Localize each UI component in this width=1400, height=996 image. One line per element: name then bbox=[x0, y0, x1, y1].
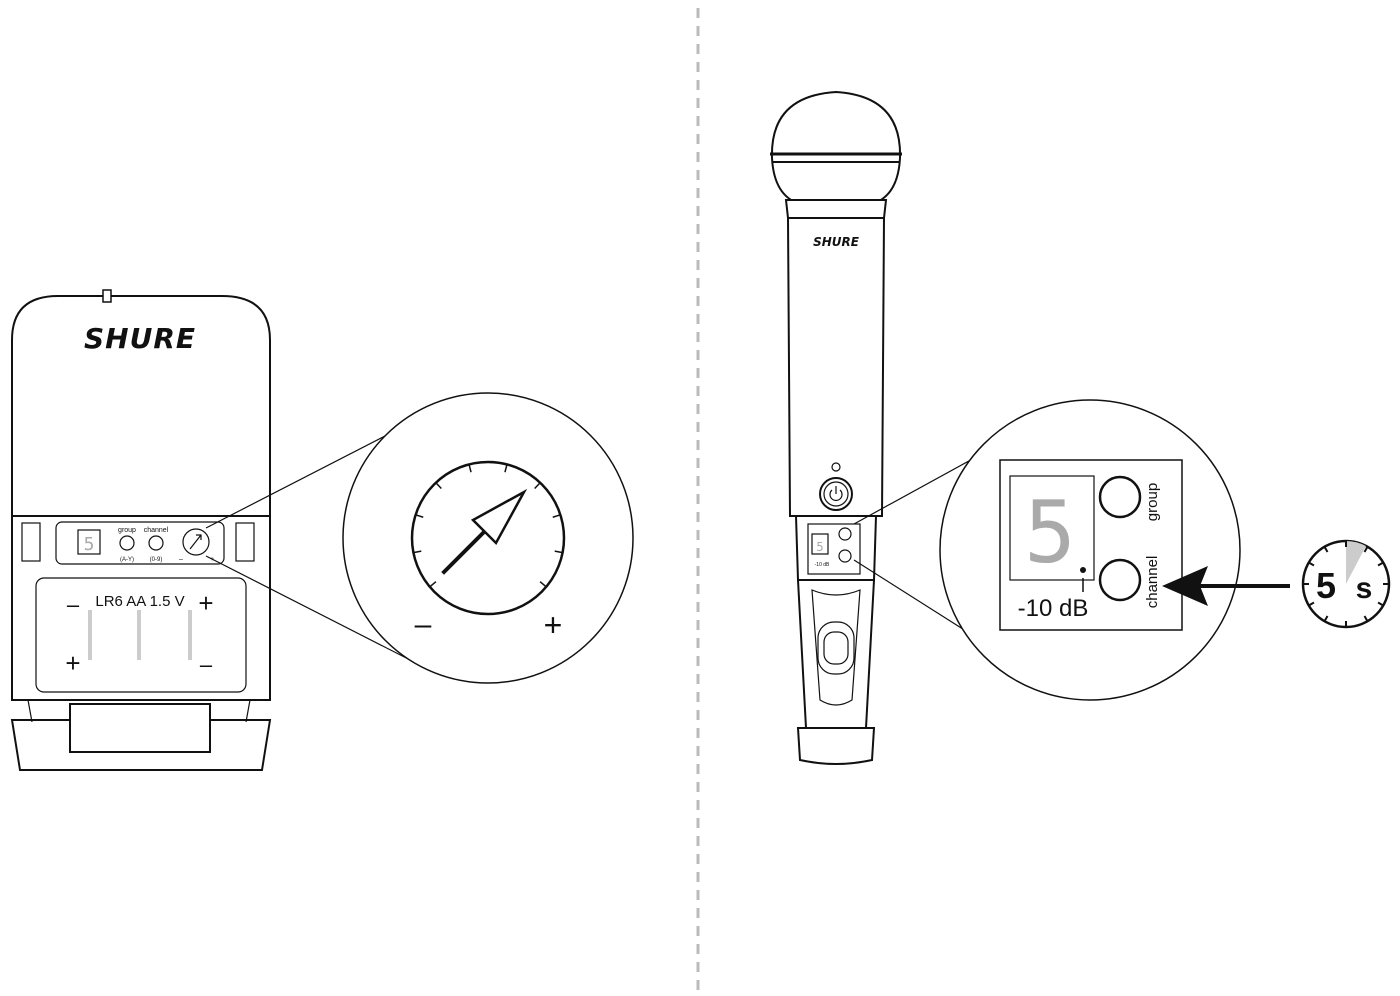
bodypack-control-panel bbox=[55, 521, 225, 565]
timer-tick bbox=[1377, 601, 1384, 607]
bodypack-channel-button[interactable] bbox=[148, 535, 164, 551]
channel-label: channel bbox=[1144, 556, 1161, 609]
battery-compartment bbox=[35, 577, 247, 693]
group-label: group bbox=[1144, 483, 1161, 521]
battery-minus-right: – bbox=[200, 652, 213, 677]
timer-unit: s bbox=[1356, 572, 1373, 605]
channel-button[interactable] bbox=[1098, 558, 1142, 602]
battery-label: LR6 AA 1.5 V bbox=[95, 593, 184, 610]
bodypack-display: 5 bbox=[84, 534, 95, 555]
timer-tick bbox=[1323, 615, 1329, 622]
bodypack-transmitter: SHURE 5 group (A-Y) channel (0-9) – + LR… bbox=[10, 289, 272, 771]
gain-label: -10 dB bbox=[1018, 595, 1089, 622]
dial-tick bbox=[539, 581, 547, 588]
bodypack-channel-label: channel bbox=[144, 527, 169, 534]
dial-tick bbox=[534, 482, 541, 490]
handheld-display-small: 5 bbox=[816, 540, 823, 554]
timer-tick bbox=[1308, 561, 1315, 567]
dial-tick bbox=[554, 550, 563, 554]
knob-zoom-callout: – + bbox=[342, 392, 634, 684]
bodypack-group-label: group bbox=[118, 527, 136, 534]
power-icon bbox=[829, 486, 843, 501]
knob-minus-label: – bbox=[415, 608, 432, 641]
timer-tick bbox=[1377, 561, 1384, 567]
press-arrow bbox=[1162, 566, 1290, 606]
dial-tick bbox=[429, 581, 437, 588]
battery-plus-right: + bbox=[198, 588, 213, 618]
bodypack-channel-range: (0-9) bbox=[150, 557, 163, 563]
battery-plus-left: + bbox=[65, 648, 80, 678]
dial-tick bbox=[552, 514, 561, 518]
status-led bbox=[831, 462, 841, 472]
arrow-up-right-icon bbox=[441, 488, 528, 575]
bodypack-group-button[interactable] bbox=[119, 535, 135, 551]
dial-tick bbox=[504, 464, 508, 473]
handheld-transmitter: SHURE 5 -10 dB bbox=[770, 90, 902, 765]
timer-value: 5 bbox=[1316, 565, 1336, 606]
gain-knob-zoomed[interactable] bbox=[410, 460, 566, 616]
dial-tick bbox=[413, 550, 422, 554]
timer-icon: 5 s bbox=[1301, 539, 1391, 629]
bodypack-gain-knob[interactable] bbox=[182, 528, 210, 556]
dial-tick bbox=[435, 482, 442, 490]
group-button[interactable] bbox=[1098, 475, 1142, 519]
battery-minus-left: – bbox=[67, 592, 80, 617]
handheld-gain-small: -10 dB bbox=[815, 562, 830, 568]
dial-tick bbox=[415, 514, 424, 518]
segment-display-digit: 5 bbox=[1024, 483, 1076, 583]
bodypack-group-range: (A-Y) bbox=[120, 557, 134, 563]
handheld-brand: SHURE bbox=[813, 235, 860, 249]
timer-tick bbox=[1363, 546, 1369, 553]
bodypack-brand: SHURE bbox=[84, 322, 196, 355]
segment-display bbox=[1009, 475, 1095, 581]
knob-plus-label: + bbox=[544, 607, 563, 643]
bodypack-knob-minus: – bbox=[179, 556, 183, 563]
dial-tick bbox=[468, 464, 472, 473]
timer-tick bbox=[1323, 546, 1329, 553]
handheld-zoom-callout: 5 group channel -10 dB bbox=[939, 399, 1241, 701]
timer-tick bbox=[1363, 615, 1369, 622]
timer-tick bbox=[1308, 601, 1315, 607]
